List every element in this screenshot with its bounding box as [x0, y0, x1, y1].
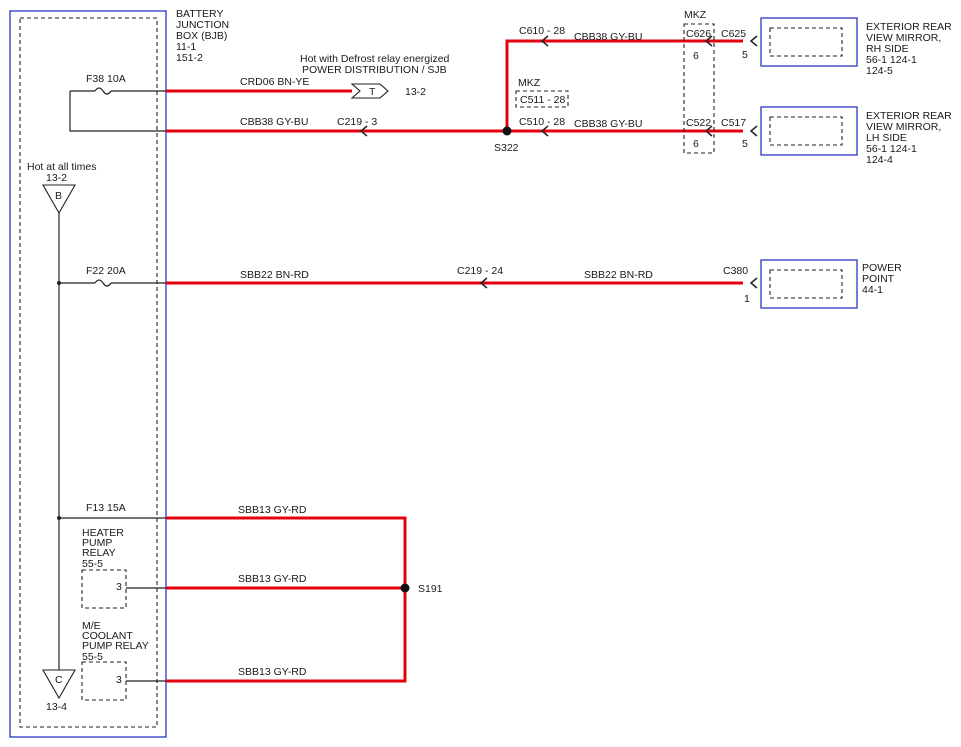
coolant-relay-line-3: PUMP RELAY [82, 640, 149, 652]
heater-relay-ref: 55-5 [82, 558, 103, 570]
connector-c522-pin: 6 [693, 138, 699, 150]
power-point-inner [769, 269, 843, 299]
wire-sbb22-pp-label: SBB22 BN-RD [584, 269, 653, 281]
fuse-f13-label: F13 15A [86, 502, 126, 514]
wire-cbb38-rh [505, 39, 743, 131]
mirror-lh-line-1: EXTERIOR REAR [866, 110, 952, 122]
terminal-b-icon [42, 184, 76, 215]
mirror-rh-inner [769, 27, 843, 57]
terminal-c-label: C [55, 674, 63, 686]
mirror-lh-inner [769, 116, 843, 146]
mirror-lh-ref-2: 124-4 [866, 154, 893, 166]
wire-sbb13-f13-label: SBB13 GY-RD [238, 504, 307, 516]
connector-c219-3-label: C219 - 3 [337, 116, 377, 128]
hot-ref-label: 13-2 [46, 172, 67, 184]
splice-s191-label: S191 [418, 583, 443, 595]
connector-c380-icon [749, 277, 758, 289]
fuse-f22-icon [94, 279, 112, 287]
heater-relay-box [81, 569, 127, 609]
mkz-label-c511: MKZ [518, 77, 541, 89]
terminal-c-icon [42, 669, 76, 700]
mirror-lh-line-2: VIEW MIRROR, [866, 121, 941, 133]
defrost-ref: 13-2 [405, 86, 426, 98]
connector-c625-label: C625 [721, 28, 746, 40]
connector-c219-24-label: C219 - 24 [457, 265, 503, 277]
splice-s322-label: S322 [494, 142, 519, 154]
coolant-relay-ref: 55-5 [82, 651, 103, 663]
hot-at-all-times-label: Hot at all times [27, 161, 96, 173]
mirror-lh-line-3: LH SIDE [866, 132, 907, 144]
wire-cbb38-lh-label: CBB38 GY-BU [574, 118, 642, 130]
bjb-outline [9, 10, 167, 738]
fuse-f38-icon [94, 87, 112, 95]
connector-c626-pin: 6 [693, 50, 699, 62]
connector-c610-28-icon [540, 35, 549, 47]
heater-relay-pin: 3 [116, 581, 122, 593]
connector-c517-pin: 5 [742, 138, 748, 150]
f38-internal-wiring [69, 90, 166, 132]
mirror-rh-line-1: EXTERIOR REAR [866, 21, 952, 33]
fuse-f22-label: F22 20A [86, 265, 126, 277]
connector-c522-label: C522 [686, 117, 711, 129]
power-point-line-1: POWER [862, 262, 902, 274]
heater-relay-line-1: HEATER [82, 527, 124, 539]
wire-sbb13-heater-label: SBB13 GY-RD [238, 573, 307, 585]
bjb-title-line-1: BATTERY [176, 8, 223, 20]
defrost-label-1: Hot with Defrost relay energized [300, 53, 450, 65]
mirror-rh-line-3: RH SIDE [866, 43, 909, 55]
terminal-t-icon [350, 83, 389, 99]
connector-c625-icon [749, 35, 758, 47]
mkz-label-column: MKZ [684, 9, 707, 21]
connector-c380-pin: 1 [744, 293, 750, 305]
wire-sbb13-coolant-label: SBB13 GY-RD [238, 666, 307, 678]
connector-c510-28-icon [540, 125, 549, 137]
bjb-ref-1: 11-1 [176, 41, 196, 53]
bjb-ref-2: 151-2 [176, 52, 203, 64]
connector-c219-24-icon [479, 277, 488, 289]
bjb-inner-outline [19, 17, 158, 728]
connector-c219-3-icon [359, 125, 368, 137]
connector-c625-pin: 5 [742, 49, 748, 61]
bjb-title-line-2: JUNCTION [176, 19, 229, 31]
fuse-f38-label: F38 10A [86, 73, 126, 85]
defrost-label-2: POWER DISTRIBUTION / SJB [302, 64, 447, 76]
connector-c510-28-label: C510 - 28 [519, 116, 565, 128]
mirror-rh-ref-2: 124-5 [866, 65, 893, 77]
terminal-b-label: B [55, 190, 62, 202]
splice-s322-icon [502, 126, 512, 136]
mirror-lh-ref-1: 56-1 124-1 [866, 143, 917, 155]
connector-c511-28-label: C511 - 28 [520, 94, 565, 106]
coolant-relay-line-2: COOLANT [82, 630, 133, 642]
connector-c522-icon [704, 125, 713, 137]
wire-sbb13-loop [166, 516, 407, 683]
wire-cbb38-rh-label: CBB38 GY-BU [574, 31, 642, 43]
connector-c626-label: C626 [686, 28, 711, 40]
terminal-c-ref: 13-4 [46, 701, 67, 713]
bjb-title-line-3: BOX (BJB) [176, 30, 227, 42]
coolant-relay-line-1: M/E [82, 620, 101, 632]
power-point-ref: 44-1 [862, 284, 883, 296]
mirror-rh-ref-1: 56-1 124-1 [866, 54, 917, 66]
mirror-rh-line-2: VIEW MIRROR, [866, 32, 941, 44]
heater-relay-line-3: RELAY [82, 547, 116, 559]
connector-c610-28-label: C610 - 28 [519, 25, 565, 37]
connector-c511-28-box [515, 90, 569, 108]
wire-crd06-label: CRD06 BN-YE [240, 76, 309, 88]
mirror-rh-outline [760, 17, 858, 67]
connector-c380-label: C380 [723, 265, 748, 277]
wire-sbb22-bjb-label: SBB22 BN-RD [240, 269, 309, 281]
connector-c626-icon [704, 35, 713, 47]
connector-c517-icon [749, 125, 758, 137]
heater-relay-line-2: PUMP [82, 537, 112, 549]
mirror-lh-outline [760, 106, 858, 156]
mkz-connector-column [683, 23, 715, 154]
wire-cbb38-bjb-label: CBB38 GY-BU [240, 116, 308, 128]
terminal-t-label: T [369, 86, 376, 98]
connector-c517-label: C517 [721, 117, 746, 129]
coolant-relay-pin: 3 [116, 674, 122, 686]
splice-s191-icon [400, 583, 410, 593]
power-point-line-2: POINT [862, 273, 895, 285]
power-point-outline [760, 259, 858, 309]
